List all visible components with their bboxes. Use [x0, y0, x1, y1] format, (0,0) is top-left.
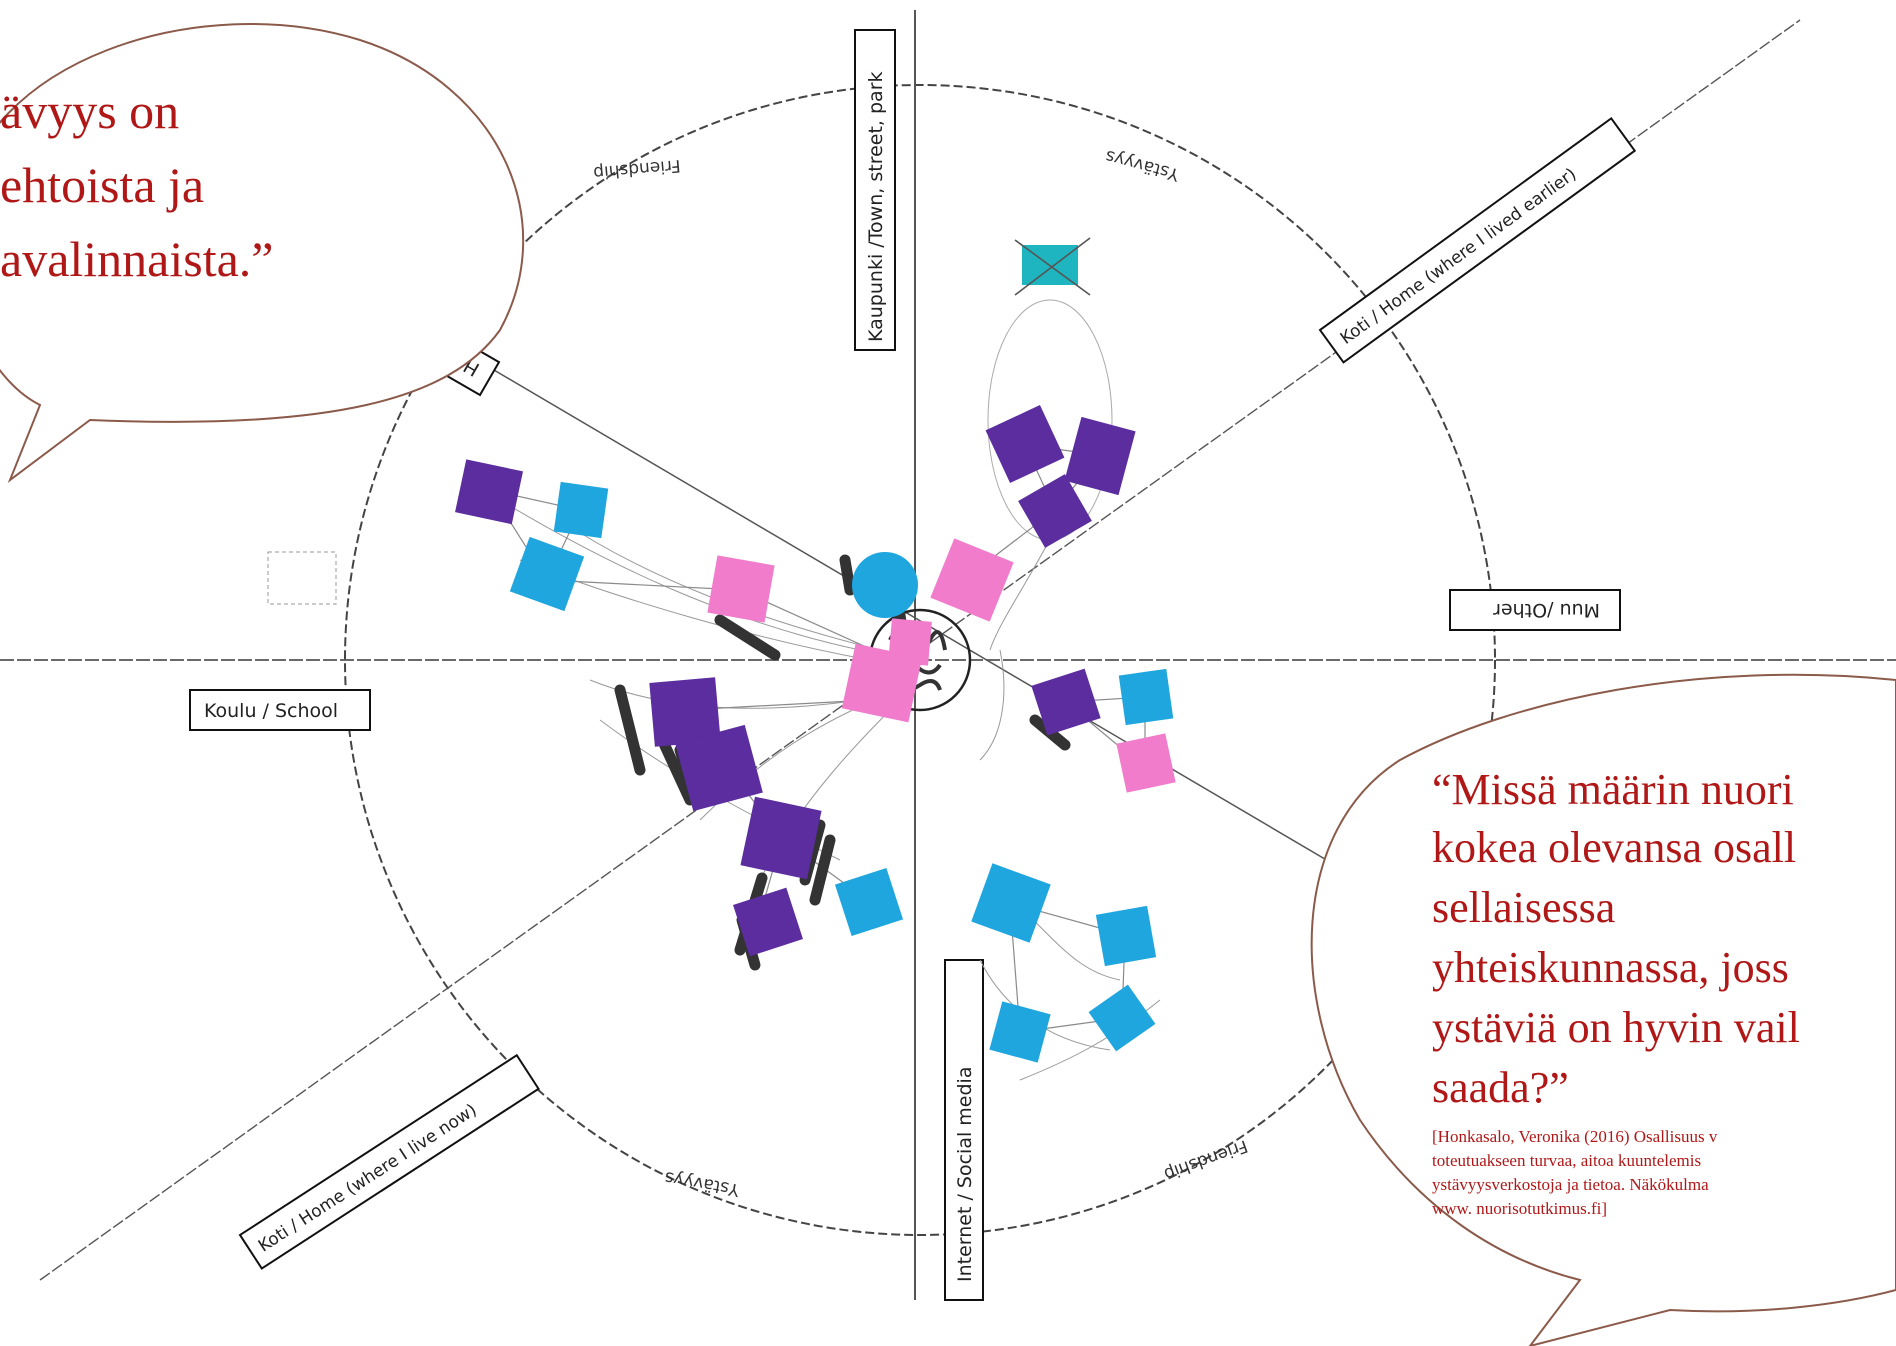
note-cyan: [1118, 668, 1174, 726]
note-cyan: [509, 536, 585, 612]
outer-circle: [344, 84, 1496, 1236]
left-speech-bubble: ävyys on ehtoista ja avalinnaista.”: [0, 23, 524, 483]
ring-friendship-bottom: Friendship: [1161, 1135, 1250, 1184]
label-home-earlier: Koti / Home (where I lived earlier): [1318, 117, 1637, 364]
note-purple: [675, 724, 763, 812]
left-quote-line-1: ävyys on: [0, 83, 179, 139]
left-quote-line-2: ehtoista ja: [0, 157, 204, 213]
label-town: Kaupunki /Town, street, park: [854, 29, 896, 351]
note-pink: [707, 555, 775, 623]
citation-line-3: ystävyysverkostoja ja tietoa. Näkökulma: [1432, 1175, 1709, 1194]
note-pink: [888, 618, 932, 666]
svg-text:Internet / Social media: Internet / Social media: [954, 1067, 976, 1282]
note-cyan: [553, 481, 609, 539]
right-quote-line-3: sellaisessa: [1432, 883, 1615, 932]
note-purple: [1031, 668, 1101, 736]
note-cyan: [1088, 984, 1156, 1052]
svg-text:Muu /Other: Muu /Other: [1493, 599, 1600, 621]
right-quote-line-2: kokea olevansa osall: [1432, 823, 1796, 872]
ring-friendship-top: Friendship: [592, 155, 681, 183]
teal-note-cross: [1014, 237, 1091, 296]
note-pink: [930, 538, 1014, 622]
label-home-now: Koti / Home (where I live now): [238, 1053, 540, 1270]
note-purple: [733, 887, 803, 957]
note-purple: [740, 796, 822, 880]
citation-line-4: www. nuorisotutkimus.fi]: [1432, 1199, 1607, 1218]
svg-text:Koulu / School: Koulu / School: [204, 700, 338, 722]
right-quote-line-5: ystäviä on hyvin vail: [1432, 1003, 1800, 1052]
right-speech-bubble: “Missä määrin nuori kokea olevansa osall…: [1310, 673, 1896, 1346]
citation-line-2: toteutuakseen turvaa, aitoa kuuntelemis: [1432, 1151, 1701, 1170]
right-quote-line-1: “Missä määrin nuori: [1432, 765, 1794, 814]
citation-line-1: [Honkasalo, Veronika (2016) Osallisuus v: [1432, 1127, 1718, 1146]
note-purple: [1018, 474, 1092, 548]
note-purple: [649, 677, 721, 747]
ring-ystavyys-bottom: Ystävyys: [663, 1167, 742, 1200]
note-cyan-circle: [852, 552, 918, 618]
note-cyan: [834, 867, 904, 937]
svg-text:Koti / Home (where I lived ear: Koti / Home (where I lived earlier): [1337, 164, 1581, 349]
note-pink: [1116, 733, 1176, 793]
ring-ystavyys-top: Ystävyys: [1103, 146, 1182, 185]
label-internet: Internet / Social media: [944, 959, 984, 1301]
sticky-notes: [455, 245, 1176, 1063]
note-purple: [455, 459, 524, 525]
left-quote-line-3: avalinnaista.”: [0, 231, 274, 287]
label-other: Muu /Other: [1449, 589, 1621, 631]
svg-text:Koti / Home (where I live now): Koti / Home (where I live now): [255, 1100, 481, 1256]
note-purple: [1064, 416, 1136, 496]
right-quote-line-6: saada?”: [1432, 1063, 1569, 1112]
note-cyan: [1095, 905, 1157, 967]
right-quote-line-4: yhteiskunnassa, joss: [1432, 943, 1789, 992]
note-cyan: [971, 863, 1051, 943]
label-school: Koulu / School: [189, 689, 371, 731]
svg-text:Kaupunki /Town, street, park: Kaupunki /Town, street, park: [865, 71, 887, 342]
note-cyan: [989, 1001, 1051, 1063]
note-purple: [985, 405, 1065, 483]
